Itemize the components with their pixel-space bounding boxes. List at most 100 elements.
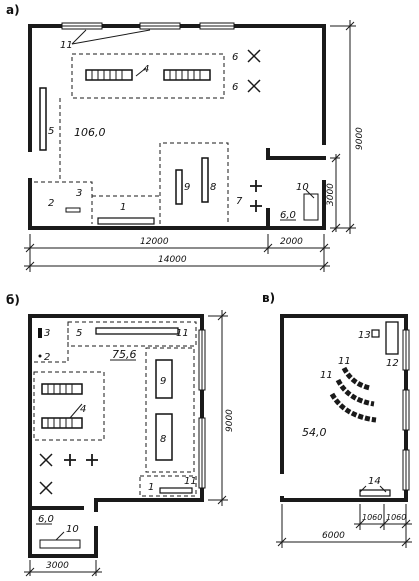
plan-v-item-12 <box>385 321 399 355</box>
plan-b-bench-5 <box>95 327 179 335</box>
plan-a-leader-10 <box>305 189 315 199</box>
plan-b-workbench-top <box>41 383 83 395</box>
plan-v-label-11a: 11 <box>338 356 351 367</box>
plan-a-cross-6b <box>247 79 261 93</box>
plan-a-label-4: 4 <box>143 64 149 75</box>
plan-b-dim-height: 9000 <box>225 409 235 432</box>
plan-b-label-2: 2 <box>44 352 50 363</box>
plan-b-plus-marks <box>64 454 98 466</box>
plan-b-workbench-bottom <box>41 417 83 429</box>
plan-v-room-area: 54,0 <box>302 426 327 439</box>
plan-a-label-1: 1 <box>120 202 126 213</box>
plan-a-dim-lobby-width: 2000 <box>280 237 303 247</box>
plan-a-label-6b: 6 <box>232 82 238 93</box>
plan-b-cross-b <box>39 481 53 495</box>
plan-a-label-11: 11 <box>60 40 73 51</box>
plan-a-label-6a: 6 <box>232 52 238 63</box>
plan-b-zone-top <box>67 321 197 347</box>
plan-b-label-11a: 11 <box>176 328 189 339</box>
plan-b-leader-4 <box>69 403 83 419</box>
plan-v-label-13: 13 <box>358 330 371 341</box>
plan-a-label-2: 2 <box>48 198 54 209</box>
plan-v-item-14 <box>359 489 391 497</box>
plan-b-zone-right <box>145 347 195 473</box>
plan-a-dim-total-width: 14000 <box>158 255 187 265</box>
plan-a-wall-lower <box>28 178 326 230</box>
plan-b-item-3 <box>38 328 42 338</box>
plan-a-workbench-left <box>85 69 133 81</box>
plan-v-seating-row-1 <box>341 366 371 391</box>
plan-a-dim-lobby-height: 3000 <box>326 183 336 206</box>
plan-a-board-1 <box>97 217 155 225</box>
plan-b-wall-outer <box>28 314 204 512</box>
plan-b-zone-board <box>139 475 197 497</box>
plan-b: б) 5 11 75,6 3 2 9 8 <box>6 293 235 577</box>
plan-b-board-1 <box>159 487 193 494</box>
plan-b-label-11b: 11 <box>184 476 197 487</box>
plan-v: в) 12 13 11 11 54,0 <box>262 291 412 548</box>
plan-v-label-11b: 11 <box>320 370 333 381</box>
plan-a-dim-height: 9000 <box>355 127 365 150</box>
plan-a-dimensions <box>24 20 356 272</box>
plan-a-lobby-wall <box>266 148 326 160</box>
plan-a-leader-4 <box>135 67 147 77</box>
plan-b-dimensions <box>24 310 228 577</box>
plan-v-windows <box>402 329 410 491</box>
plan-v-item-13 <box>371 329 380 338</box>
plan-v-wall-outer <box>280 314 408 502</box>
plan-b-room-area: 75,6 <box>112 348 137 361</box>
plan-b-label-5: 5 <box>76 328 82 339</box>
plan-b-windows <box>198 329 206 489</box>
plan-a-zone-workbenches <box>71 53 225 99</box>
plan-a-cross-6a <box>247 49 261 63</box>
plan-a-item-10 <box>303 193 319 221</box>
plan-a-label-8: 8 <box>210 182 216 193</box>
plan-a-label-7: 7 <box>236 196 243 207</box>
plan-b-cross-a <box>39 453 53 467</box>
plan-a-label-3: 3 <box>76 188 82 199</box>
plan-v-dim-width: 6000 <box>322 531 345 541</box>
plan-v-dim-seg1: 1060 <box>362 513 382 522</box>
plan-a-room-area: 106,0 <box>74 126 106 139</box>
plan-b-label-4: 4 <box>80 404 86 415</box>
plan-v-leader-14b <box>379 485 387 493</box>
plan-a-windows <box>61 22 235 30</box>
plan-v-label-14: 14 <box>368 476 381 487</box>
plan-b-rack-8 <box>155 413 173 461</box>
plan-b-label-3: 3 <box>44 328 50 339</box>
plan-b-label-8: 8 <box>160 434 166 445</box>
plan-v-seating-row-3 <box>329 392 377 423</box>
plan-a: а) <box>6 3 365 272</box>
plan-b-title: б) <box>6 293 20 307</box>
plan-a-label-5: 5 <box>48 126 54 137</box>
plan-b-wall-left <box>28 314 98 558</box>
plan-a-title: а) <box>6 3 20 17</box>
plan-a-shelf-5 <box>39 87 47 151</box>
plan-a-zone-left <box>34 181 93 224</box>
plan-b-label-9: 9 <box>160 376 166 387</box>
plan-a-plus-7 <box>250 180 262 212</box>
plan-b-dim-lobby-width: 3000 <box>46 561 69 571</box>
plan-v-seating-row-2 <box>335 378 375 407</box>
plan-a-label-10: 10 <box>296 182 309 193</box>
plan-a-rack-8 <box>201 157 209 203</box>
plan-a-item-3 <box>65 207 81 213</box>
plan-v-dim-seg2: 1060 <box>386 513 406 522</box>
plan-a-leader-11a <box>71 29 87 45</box>
plan-a-leader-11b <box>71 29 151 45</box>
plan-a-rack-9 <box>175 169 183 205</box>
plan-v-title: в) <box>262 291 275 305</box>
plan-v-dimensions <box>276 504 412 548</box>
plan-b-label-10: 10 <box>66 524 79 535</box>
plan-a-lobby-area: 6,0 <box>280 210 296 221</box>
plan-b-item-10 <box>39 539 81 549</box>
plan-v-leader-14a <box>359 485 367 493</box>
plan-a-zone-right <box>159 142 229 224</box>
plan-b-lobby-area: 6,0 <box>38 514 54 525</box>
plan-v-label-12: 12 <box>386 358 399 369</box>
plan-b-label-1: 1 <box>148 482 154 493</box>
plan-a-dim-main-width: 12000 <box>140 237 169 247</box>
plan-b-leader-10 <box>55 531 65 541</box>
plan-a-label-9: 9 <box>184 182 190 193</box>
